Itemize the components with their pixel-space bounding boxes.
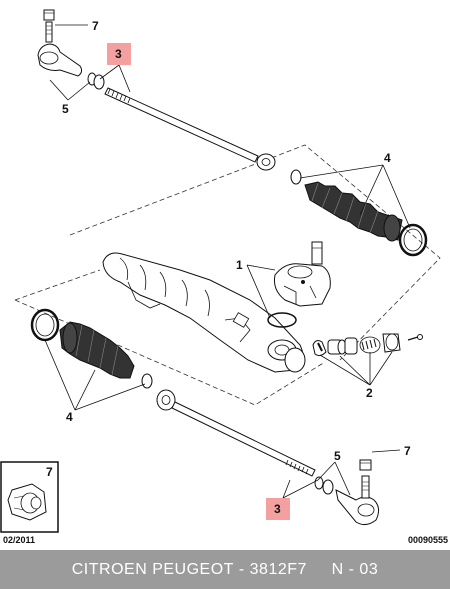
footer-bar: CITROEN PEUGEOT - 3812F7 N - 03 — [0, 550, 450, 589]
lower-rack-boot — [59, 321, 135, 379]
upper-boot-clip-small — [290, 169, 302, 185]
lower-tie-rod-end — [335, 459, 380, 526]
callout-4-bottom: 4 — [66, 410, 73, 424]
upper-inner-tie-rod — [104, 87, 276, 171]
callout-5-bottom: 5 — [334, 449, 341, 463]
footer-part-number: 3812F7 — [249, 560, 307, 578]
callout-7-top: 7 — [92, 19, 99, 33]
steering-rack-housing — [102, 252, 306, 373]
footer-brand: CITROEN PEUGEOT — [71, 560, 234, 578]
dashed-group-box-lower — [14, 269, 326, 406]
upper-boot-clamp-ring — [398, 223, 428, 257]
callout-7-inset: 7 — [46, 465, 53, 479]
callout-4-top: 4 — [384, 151, 391, 165]
upper-tie-rod-end — [37, 9, 83, 77]
pinion-valve-assembly — [274, 241, 331, 307]
callout-5-top: 5 — [62, 102, 69, 116]
diagram-reference-number: 00090555 — [408, 535, 448, 545]
lower-inner-tie-rod — [156, 389, 316, 477]
upper-lock-nut — [87, 72, 105, 90]
callout-3-top: 3 — [115, 47, 122, 61]
date-code: 02/2011 — [3, 535, 35, 545]
dashed-group-box-upper — [69, 144, 441, 361]
footer-page: N - 03 — [331, 560, 379, 578]
callout-2: 2 — [366, 386, 373, 400]
pinion-o-ring — [267, 312, 297, 328]
rack-yoke-parts — [312, 333, 423, 357]
leader-lines — [44, 24, 411, 499]
callout-3-bottom: 3 — [274, 502, 281, 516]
steering-rack-exploded-diagram: 7 3 5 4 1 2 4 5 7 3 7 02/2011 00090555 — [0, 9, 448, 545]
callout-box-3-top — [107, 43, 131, 65]
lower-boot-clamp-ring — [30, 308, 60, 342]
callout-7-bottom: 7 — [404, 444, 411, 458]
lower-boot-clip-small — [141, 373, 153, 389]
footer-separator: - — [233, 560, 250, 578]
callout-1: 1 — [236, 258, 243, 272]
inset-nut-detail: 7 — [0, 461, 59, 533]
callout-box-3-bottom — [266, 498, 290, 520]
upper-rack-boot — [304, 181, 403, 242]
footer-gap — [307, 561, 332, 579]
lower-lock-nut — [314, 476, 334, 495]
